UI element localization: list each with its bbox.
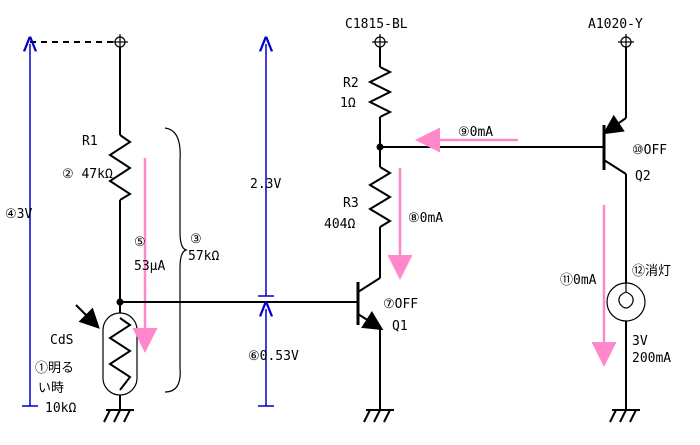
- ground-right: [609, 409, 640, 423]
- resistor-r1: [108, 134, 132, 201]
- r1-label: R1: [82, 134, 98, 149]
- ground-left: [103, 409, 134, 423]
- r2-label: R2: [343, 76, 359, 91]
- current-r1-value: 53μA: [134, 259, 165, 274]
- cds-value: 10kΩ: [45, 401, 76, 416]
- q1-state: ⑦OFF: [383, 297, 418, 312]
- voltage-base-label: ⑥0.53V: [248, 349, 299, 364]
- resistor-r3: [368, 166, 392, 228]
- total-resistance-value: 57kΩ: [188, 249, 219, 264]
- r1-value: ② 47kΩ: [62, 167, 113, 182]
- r3-value: 404Ω: [324, 217, 355, 232]
- q2-part-label: A1020-Y: [588, 17, 643, 32]
- current-lamp-label: ⑪0mA: [560, 273, 597, 288]
- q2-state: ⑩OFF: [632, 143, 667, 158]
- total-resistance-number: ③: [190, 232, 202, 247]
- transistor-q1: [356, 277, 384, 331]
- q2-label: Q2: [635, 169, 651, 184]
- cds-sensor: [75, 304, 138, 396]
- brace-total-resistance: [164, 127, 188, 393]
- voltage-total-label: ④3V: [5, 207, 32, 222]
- lamp-voltage: 3V: [632, 334, 648, 349]
- r3-label: R3: [343, 196, 359, 211]
- q1-label: Q1: [392, 319, 408, 334]
- resistor-r2: [367, 66, 393, 118]
- cds-state-line1: ①明る: [35, 361, 74, 376]
- r2-value: 1Ω: [340, 96, 356, 111]
- ground-mid: [363, 409, 394, 423]
- q1-part-label: C1815-BL: [345, 17, 408, 32]
- current-r1-number: ⑤: [134, 235, 146, 250]
- lamp-state: ⑫消灯: [632, 264, 671, 279]
- voltage-upper-label: 2.3V: [250, 177, 281, 192]
- cds-state-line2: い時: [38, 381, 64, 396]
- cds-label: CdS: [50, 333, 73, 348]
- current-q2-base-label: ⑨0mA: [458, 125, 493, 140]
- lamp-current: 200mA: [632, 351, 671, 366]
- transistor-q2: [602, 114, 627, 175]
- current-r3-label: ⑧0mA: [408, 211, 443, 226]
- lamp: [606, 282, 646, 322]
